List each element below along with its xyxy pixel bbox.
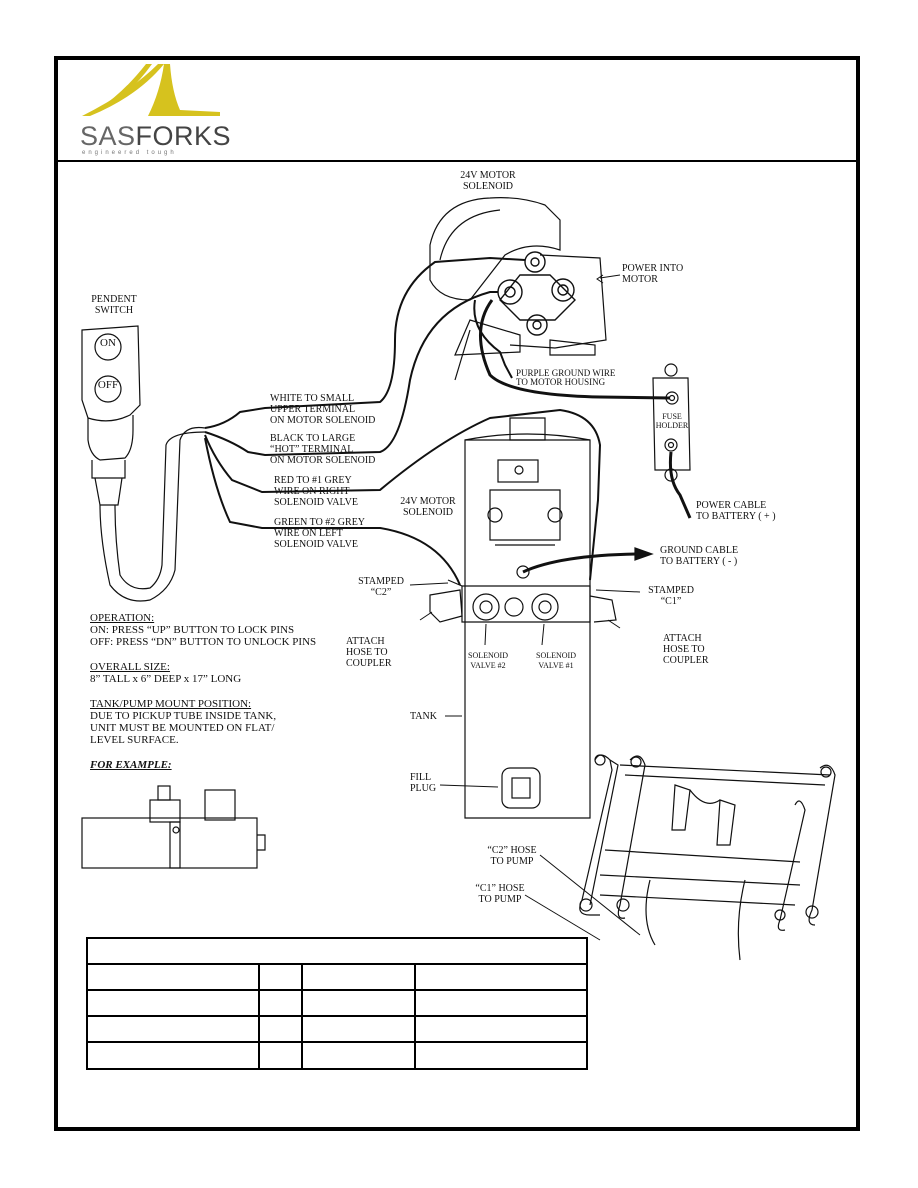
motor-solenoid-icon — [497, 251, 576, 336]
operation-on-text: ON: PRESS “UP” BUTTON TO LOCK PINS — [90, 624, 295, 636]
label-black-wire: BLACK TO LARGE “HOT” TERMINAL ON MOTOR S… — [270, 433, 376, 466]
label-stamped-c1: STAMPED “C1” — [648, 585, 694, 607]
label-motor-solenoid-top: 24V MOTOR SOLENOID — [460, 170, 516, 192]
pendent-switch-icon — [81, 325, 206, 602]
spec-table-col-divider — [301, 965, 303, 1070]
logo-wordmark: SASFORKS — [80, 121, 231, 152]
logo-mark-icon — [82, 64, 220, 116]
label-attach-right: ATTACH HOSE TO COUPLER — [663, 633, 709, 666]
spec-table-row-divider — [88, 1015, 586, 1017]
size-text: 8” TALL x 6” DEEP x 17” LONG — [90, 673, 242, 685]
label-power-cable: POWER CABLE TO BATTERY ( + ) — [696, 500, 776, 522]
label-power-into-motor: POWER INTO MOTOR — [622, 263, 684, 285]
spec-table-row-divider — [88, 1041, 586, 1043]
label-ground-cable: GROUND CABLE TO BATTERY ( - ) — [660, 545, 739, 567]
spec-table-title-row — [88, 939, 586, 965]
mount-text-3: LEVEL SURFACE. — [90, 734, 179, 746]
size-heading: OVERALL SIZE: — [90, 661, 170, 673]
label-fill-plug: FILL PLUG — [410, 772, 437, 794]
mount-heading: TANK/PUMP MOUNT POSITION: — [90, 698, 252, 710]
mount-text-2: UNIT MUST BE MOUNTED ON FLAT/ — [90, 722, 275, 734]
label-green-wire: GREEN TO #2 GREY WIRE ON LEFT SOLENOID V… — [274, 517, 366, 550]
spec-table-col-divider — [258, 965, 260, 1070]
control-wires — [204, 256, 602, 586]
hydraulic-tank-icon — [464, 417, 591, 819]
mount-text-1: DUE TO PICKUP TUBE INSIDE TANK, — [90, 710, 277, 722]
label-stamped-c2: STAMPED “C2” — [358, 576, 404, 598]
example-heading: FOR EXAMPLE: — [90, 759, 172, 771]
label-pendent-switch: PENDENT SWITCH — [91, 294, 137, 316]
label-c2-hose: “C2” HOSE TO PUMP — [487, 845, 537, 867]
coupler-frame-icon — [579, 754, 836, 961]
ground-cable-arrow-icon — [634, 547, 654, 561]
label-red-wire: RED TO #1 GREY WIRE ON RIGHT SOLENOID VA… — [274, 475, 358, 508]
logo-tagline: engineered tough — [82, 150, 177, 156]
label-solenoid-valve-2: SOLENOID VALVE #2 — [468, 651, 508, 670]
off-button[interactable]: OFF — [97, 379, 119, 391]
spec-table-col-divider — [414, 965, 416, 1070]
label-c1-hose: “C1” HOSE TO PUMP — [475, 883, 525, 905]
operation-heading: OPERATION: — [90, 612, 155, 624]
on-button[interactable]: ON — [100, 337, 116, 349]
label-fuse-holder: FUSE HOLDER — [655, 412, 689, 430]
valve-block-icon — [429, 579, 617, 623]
header-divider — [58, 160, 856, 162]
label-motor-solenoid-tank: 24V MOTOR SOLENOID — [400, 496, 456, 518]
spec-table-row-divider — [88, 989, 586, 991]
power-wire — [479, 299, 671, 400]
example-pump-icon — [81, 785, 266, 869]
ground-cable — [522, 552, 641, 574]
label-white-wire: WHITE TO SMALL UPPER TERMINAL ON MOTOR S… — [270, 393, 376, 426]
label-purple-ground: PURPLE GROUND WIRE TO MOTOR HOUSING — [516, 368, 616, 387]
spec-table — [86, 937, 588, 1070]
operation-off-text: OFF: PRESS “DN” BUTTON TO UNLOCK PINS — [90, 636, 317, 648]
purple-ground-wire — [473, 299, 513, 379]
notes-section: OPERATION: ON: PRESS “UP” BUTTON TO LOCK… — [90, 612, 350, 771]
pointer-lines — [409, 274, 641, 941]
fuse-holder-icon — [652, 363, 691, 482]
page-frame — [54, 56, 860, 1131]
motor-housing-icon — [429, 197, 607, 381]
label-attach-left: ATTACH HOSE TO COUPLER — [346, 636, 392, 669]
logo-brand-light: SAS — [80, 121, 136, 151]
label-solenoid-valve-1: SOLENOID VALVE #1 — [536, 651, 576, 670]
logo-brand-bold: FORKS — [135, 121, 232, 151]
power-cable — [668, 451, 692, 519]
label-tank: TANK — [410, 711, 437, 722]
